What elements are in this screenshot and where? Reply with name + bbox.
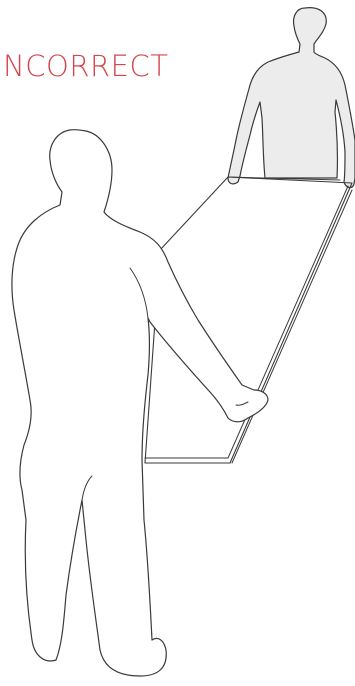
foreground-person-figure	[12, 130, 268, 676]
background-person-figure	[228, 8, 355, 188]
